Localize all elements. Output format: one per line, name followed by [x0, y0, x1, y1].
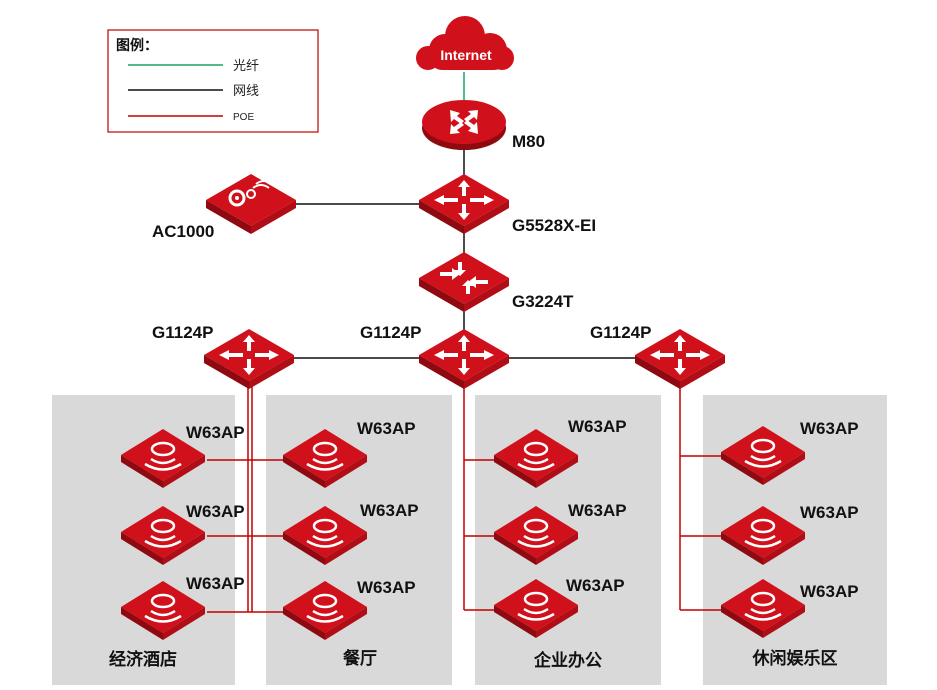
legend: 图例： 光纤 网线 POE — [107, 29, 319, 133]
zone-hotel-label: 经济酒店 — [109, 649, 177, 670]
links-poe — [207, 385, 722, 613]
agg-switch-icon — [419, 252, 509, 312]
access-switch-center-label: G1124P — [360, 323, 421, 342]
ap-label: W63AP — [360, 501, 419, 520]
ap-label: W63AP — [186, 574, 245, 593]
ap-label: W63AP — [357, 419, 416, 438]
access-switch-left-label: G1124P — [152, 323, 213, 342]
zone-leisure-label: 休闲娱乐区 — [752, 648, 838, 669]
ap-label: W63AP — [568, 417, 627, 436]
ap-label: W63AP — [800, 503, 859, 522]
internet-cloud-icon: Internet — [416, 16, 514, 70]
access-switch-center-icon — [419, 329, 509, 389]
router-icon — [422, 100, 506, 150]
internet-label: Internet — [440, 47, 492, 63]
controller-icon — [206, 174, 296, 234]
ap-label: W63AP — [800, 419, 859, 438]
zone-office-label: 企业办公 — [533, 650, 602, 671]
ap-label: W63AP — [186, 423, 245, 442]
ap-label: W63AP — [568, 501, 627, 520]
ap-label: W63AP — [186, 502, 245, 521]
legend-fiber-label: 光纤 — [233, 59, 259, 74]
legend-title: 图例： — [116, 37, 158, 54]
access-switch-left-icon — [204, 329, 294, 389]
router-label: M80 — [512, 132, 545, 151]
ap-label: W63AP — [800, 582, 859, 601]
core-switch-label: G5528X-EI — [512, 216, 596, 235]
core-switch-icon — [419, 174, 509, 234]
zone-restaurant-label: 餐厅 — [343, 648, 377, 669]
access-switch-right-label: G1124P — [590, 323, 651, 342]
links-cable — [290, 150, 638, 359]
ap-label: W63AP — [566, 576, 625, 595]
agg-switch-label: G3224T — [512, 292, 574, 311]
controller-label: AC1000 — [152, 222, 214, 241]
legend-cable-label: 网线 — [233, 84, 259, 99]
ap-label: W63AP — [357, 578, 416, 597]
legend-poe-label: POE — [233, 112, 254, 123]
